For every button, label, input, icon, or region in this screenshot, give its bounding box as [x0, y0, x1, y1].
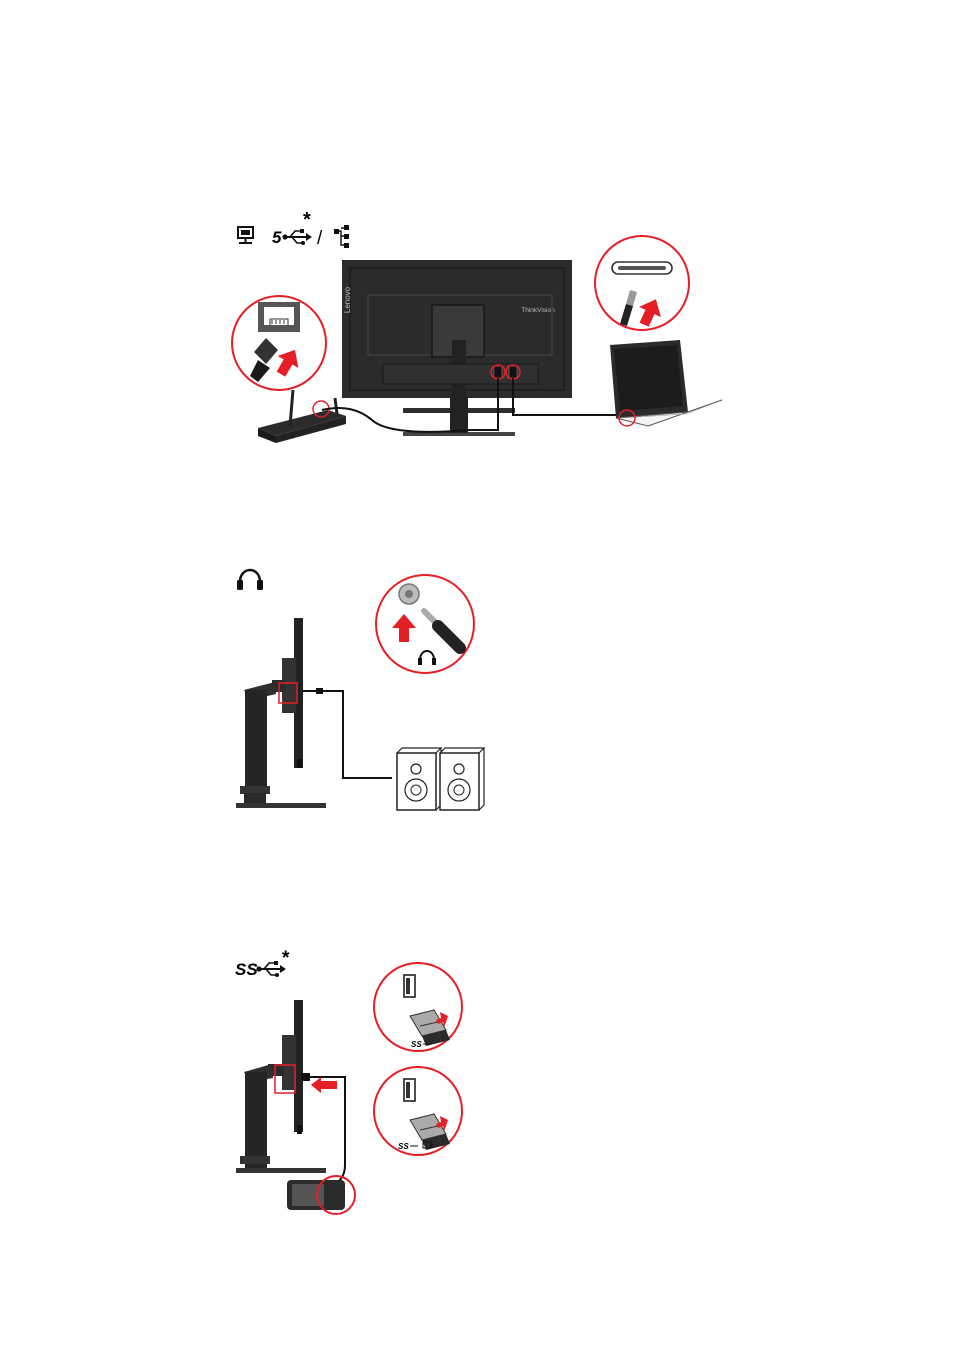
usb-superspeed-icon: SS — [235, 960, 286, 979]
inset-audio-jack — [376, 575, 474, 673]
thinkvision-logo: ThinkVision — [521, 307, 555, 314]
figure-usb-c-ethernet: 5 * / Lenovo ThinkVision — [232, 209, 722, 443]
inset-ethernet-plug — [232, 296, 326, 390]
usb-device — [287, 1176, 355, 1214]
asterisk-mark: * — [282, 948, 290, 969]
figure-usb-downstream: SS * — [235, 948, 462, 1214]
inset-usb-a-plug-charging: SS — [374, 1067, 462, 1155]
inset-usb-a-plug: SS — [374, 963, 462, 1051]
usb-ss-label: SS — [398, 1142, 409, 1151]
monitor-rear-view: Lenovo ThinkVision — [342, 260, 572, 436]
usb-c-5gbps-icon — [282, 229, 312, 245]
lenovo-logo: Lenovo — [343, 286, 352, 313]
ethernet-network-icon — [334, 225, 349, 248]
usb-speed-digit: 5 — [272, 228, 282, 247]
speakers — [397, 748, 484, 810]
network-router — [258, 390, 346, 443]
monitor-side-view — [236, 618, 326, 808]
usb-cable — [303, 1077, 345, 1190]
monitor-icon — [238, 227, 253, 243]
figure-audio-out — [236, 570, 484, 810]
inset-usb-c-plug — [595, 236, 689, 330]
monitor-side-view — [236, 1000, 326, 1173]
headphone-icon — [237, 570, 263, 590]
separator-slash: / — [317, 228, 323, 249]
usb-ss-label: SS — [411, 1040, 422, 1049]
asterisk-mark: * — [303, 209, 311, 231]
audio-cable — [303, 691, 392, 778]
usb-ss-logo-text: SS — [235, 960, 258, 979]
insert-arrow — [311, 1077, 337, 1093]
laptop — [610, 340, 722, 426]
